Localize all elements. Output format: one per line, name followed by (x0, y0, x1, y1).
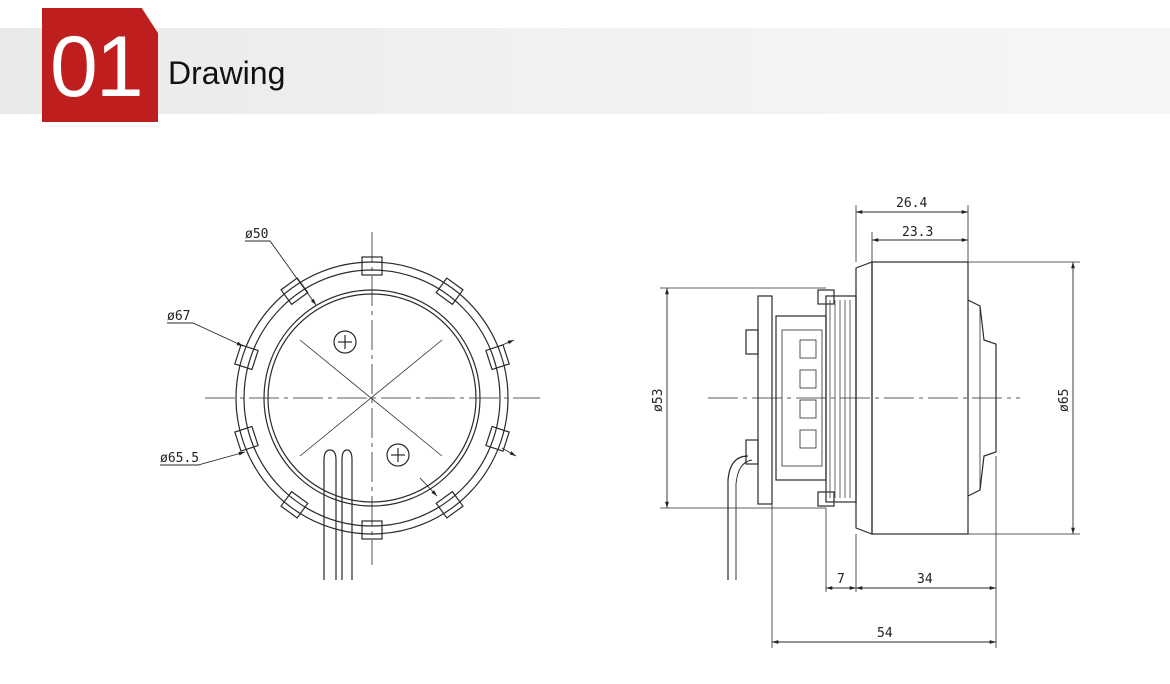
inner-ring-2 (267, 293, 477, 503)
lead-wires (323, 449, 353, 580)
dim-23-3: 23.3 (902, 225, 933, 240)
dim-d65: ø65 (1057, 389, 1072, 412)
side-extension-lines (660, 205, 1080, 648)
inner-ring (263, 289, 481, 507)
dim-34: 34 (917, 572, 933, 587)
header-bar (0, 28, 1170, 114)
cap-detail (799, 339, 817, 449)
clip-bottom (817, 491, 835, 507)
dim-d50: ø50 (245, 227, 268, 242)
threaded-collar (825, 295, 857, 503)
front-centerlines (205, 232, 540, 565)
back-plate (757, 295, 773, 505)
front-view (160, 232, 540, 580)
dim-d67: ø67 (167, 309, 190, 324)
side-view (660, 205, 1080, 648)
clip-top (817, 289, 835, 305)
terminal-bottom (745, 439, 759, 465)
side-lead-wire (727, 455, 749, 580)
dim-d53: ø53 (651, 389, 666, 412)
section-title: Drawing (168, 55, 286, 91)
section-number-badge (42, 8, 158, 122)
front-leaders (160, 240, 517, 497)
screw-top-icon (333, 330, 357, 354)
screw-bottom-icon (386, 443, 410, 467)
hub (967, 299, 997, 497)
outer-ring-inner (243, 269, 501, 527)
dim-d65-5: ø65.5 (160, 451, 199, 466)
outer-ring (235, 261, 509, 535)
dim-7: 7 (837, 572, 845, 587)
dim-54: 54 (877, 626, 893, 641)
ring-tabs (234, 256, 510, 540)
section-number: 01 (50, 19, 144, 115)
collar-threads (829, 300, 851, 498)
terminal-top (745, 329, 759, 355)
cap-housing (775, 315, 827, 481)
side-dimension-lines (665, 210, 1075, 644)
front-diagonals (299, 339, 443, 457)
dim-26-4: 26.4 (896, 196, 927, 211)
